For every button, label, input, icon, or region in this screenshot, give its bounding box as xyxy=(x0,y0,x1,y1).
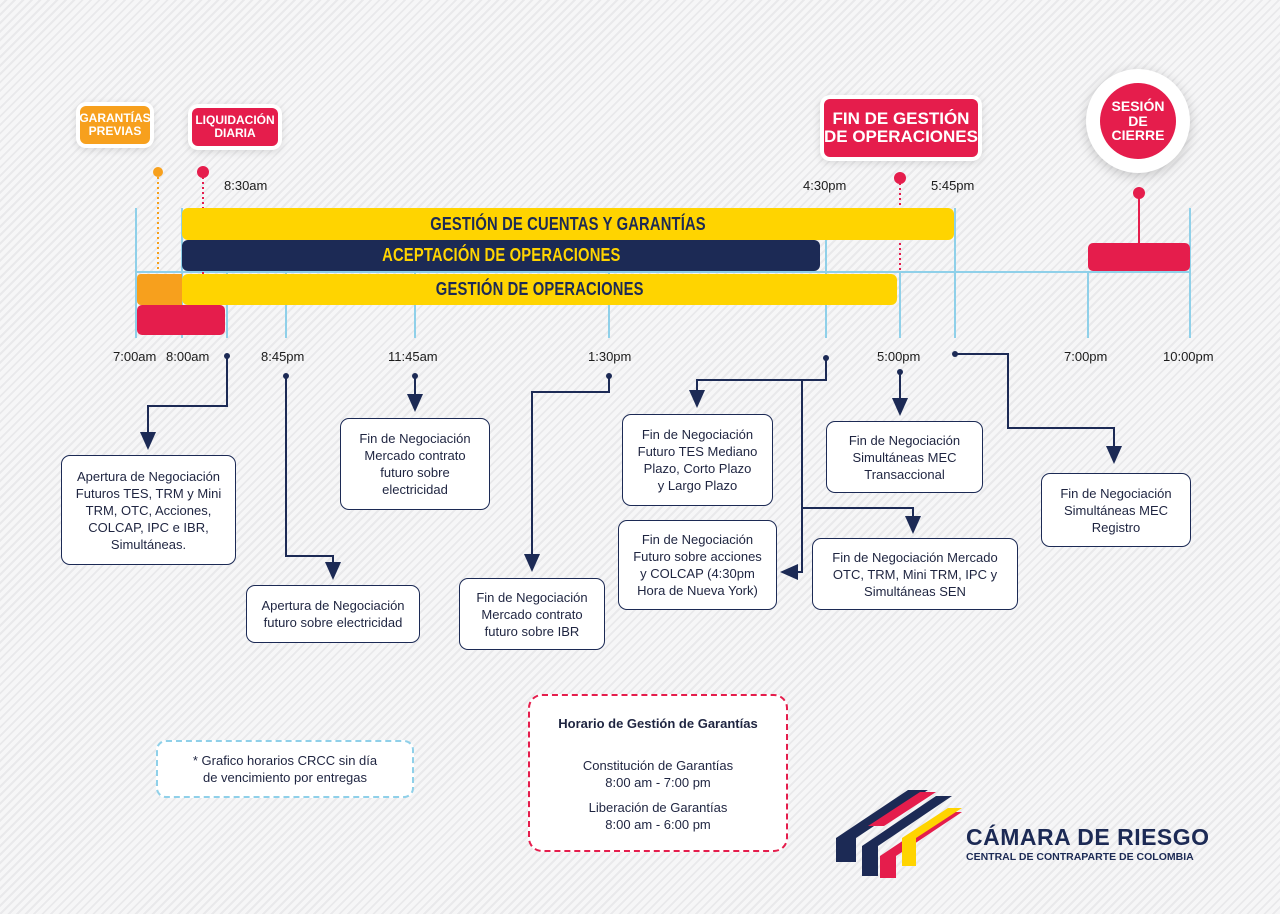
garantias-pin xyxy=(153,167,163,177)
time-label-700am: 7:00am xyxy=(113,349,157,364)
fin-gestion-pin xyxy=(894,172,906,184)
time-label-1000pm: 10:00pm xyxy=(1163,349,1214,364)
time-label-830am: 8:30am xyxy=(224,178,268,193)
connector-fin-mec-registro xyxy=(955,353,1122,464)
liquidacion-diaria-tag: LIQUIDACIÓN DIARIA xyxy=(192,108,278,146)
horario-gestion-garantias: Horario de Gestión de Garantías Constitu… xyxy=(528,694,788,852)
time-label-800am: 8:00am xyxy=(166,349,210,364)
liquidacion-diaria-bar xyxy=(137,305,225,335)
gestion-cuentas-garantias-label: GESTIÓN DE CUENTAS Y GARANTÍAS xyxy=(430,213,706,234)
footnote: * Grafico horarios CRCC sin día de venci… xyxy=(156,740,414,798)
liberacion-label: Liberación de Garantías xyxy=(588,800,728,815)
event-fin-acciones: Fin de Negociación Futuro sobre acciones… xyxy=(618,520,777,610)
connector-fin-acciones xyxy=(780,380,803,580)
gestion-operaciones-bar: GESTIÓN DE OPERACIONES xyxy=(182,274,897,305)
time-label-1145am: 11:45am xyxy=(388,349,438,364)
sesion-pin xyxy=(1133,187,1145,199)
logo-subtitle: CENTRAL DE CONTRAPARTE DE COLOMBIA xyxy=(966,851,1194,863)
garantias-previas-bar xyxy=(137,274,182,305)
event-fin-otc: Fin de Negociación Mercado OTC, TRM, Min… xyxy=(812,538,1018,610)
connector-apertura-futuros xyxy=(140,356,228,450)
connector-fin-ibr xyxy=(524,376,610,572)
liquidacion-pin xyxy=(197,166,209,178)
time-label-700pm: 7:00pm xyxy=(1064,349,1108,364)
garantias-previas-tag: GARANTÍAS PREVIAS xyxy=(79,106,151,144)
constitucion-label: Constitución de Garantías xyxy=(582,758,734,773)
liberacion-hours: 8:00 am - 6:00 pm xyxy=(605,817,711,832)
event-fin-mec-registro: Fin de Negociación Simultáneas MEC Regis… xyxy=(1041,473,1191,547)
time-label-430pm: 4:30pm xyxy=(803,178,847,193)
aceptacion-operaciones-bar: ACEPTACIÓN DE OPERACIONES xyxy=(182,240,820,271)
logo-name: CÁMARA DE RIESGO xyxy=(966,824,1210,850)
event-fin-mec-transaccional: Fin de Negociación Simultáneas MEC Trans… xyxy=(826,421,983,493)
event-fin-electricidad: Fin de Negociación Mercado contrato futu… xyxy=(340,418,490,510)
connector-fin-otc xyxy=(802,507,921,534)
time-label-845: 8:45pm xyxy=(261,349,305,364)
event-apertura-futuros: Apertura de Negociación Futuros TES, TRM… xyxy=(61,455,236,565)
horario-title: Horario de Gestión de Garantías xyxy=(558,716,758,731)
connector-fin-tes xyxy=(689,358,827,408)
fin-gestion-operaciones-tag: FIN DE GESTIÓN DE OPERACIONES xyxy=(824,99,978,157)
event-apertura-electricidad: Apertura de Negociación futuro sobre ele… xyxy=(246,585,420,643)
sesion-cierre-badge: SESIÓN DE CIERRE xyxy=(1086,69,1190,173)
event-fin-tes: Fin de Negociación Futuro TES Mediano Pl… xyxy=(622,414,773,506)
event-fin-ibr: Fin de Negociación Mercado contrato futu… xyxy=(459,578,605,650)
aceptacion-operaciones-label: ACEPTACIÓN DE OPERACIONES xyxy=(381,245,621,265)
connector-apertura-electricidad xyxy=(285,376,341,580)
time-label-545pm: 5:45pm xyxy=(931,178,975,193)
constitucion-hours: 8:00 am - 7:00 pm xyxy=(605,775,711,790)
time-label-500pm: 5:00pm xyxy=(877,349,921,364)
gestion-cuentas-garantias-bar: GESTIÓN DE CUENTAS Y GARANTÍAS xyxy=(182,208,954,240)
sesion-cierre-bar xyxy=(1088,243,1190,271)
gestion-operaciones-label: GESTIÓN DE OPERACIONES xyxy=(435,279,644,299)
time-label-130pm: 1:30pm xyxy=(588,349,632,364)
sesion-cierre-tag: SESIÓN DE CIERRE xyxy=(1100,83,1176,159)
